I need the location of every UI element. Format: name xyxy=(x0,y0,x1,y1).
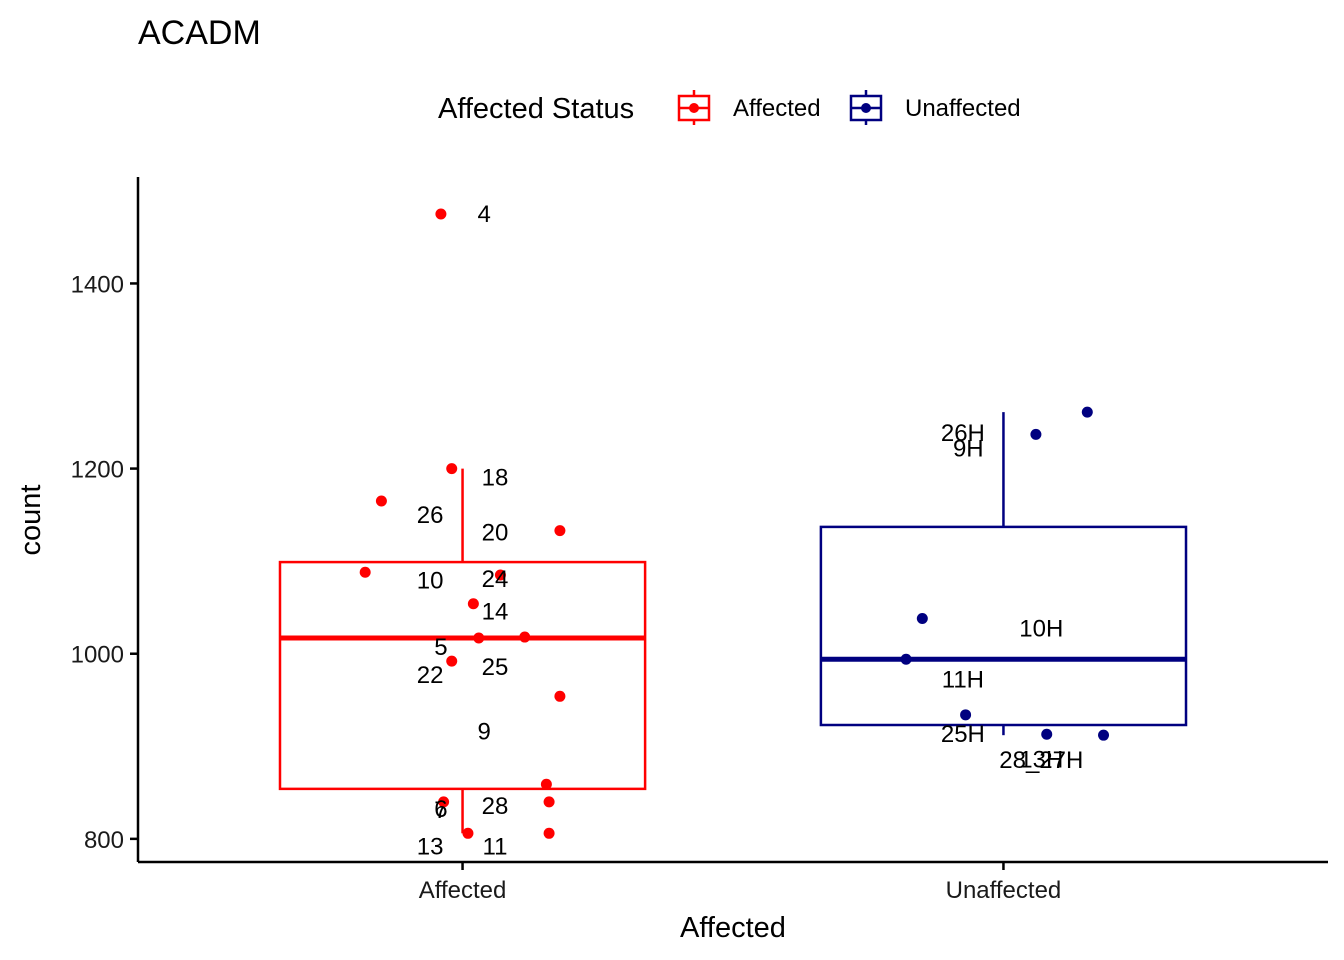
legend: Affected Status Affected Unaffected xyxy=(438,90,1021,125)
data-point-4 xyxy=(435,208,447,220)
point-label-9h: 9H xyxy=(953,435,984,462)
point-label-9: 9 xyxy=(478,718,491,745)
x-tick-label-unaffected: Unaffected xyxy=(946,877,1062,904)
data-point-10 xyxy=(359,566,371,578)
legend-item-unaffected: Unaffected xyxy=(849,90,1021,125)
data-point-26h xyxy=(1081,406,1093,418)
legend-key-unaffected-point xyxy=(861,103,871,113)
point-label-13: 13 xyxy=(417,833,444,860)
point-label-28-27h: 28_27H xyxy=(999,747,1083,774)
data-point-6 xyxy=(438,796,450,808)
data-point-20 xyxy=(554,525,566,537)
y-axis-ticks: 800 1000 1200 1400 xyxy=(71,271,138,854)
point-label-26h: 26H xyxy=(941,420,985,447)
point-label-10h: 10H xyxy=(1019,616,1063,643)
data-point-5 xyxy=(473,632,485,644)
data-point-28-27h xyxy=(1098,729,1110,741)
y-tick-label-1200: 1200 xyxy=(71,457,124,484)
y-tick-label-800: 800 xyxy=(84,827,124,854)
data-point-11h xyxy=(900,653,912,665)
data-point-13 xyxy=(462,827,474,839)
legend-label-affected: Affected xyxy=(733,95,821,122)
data-point-9h xyxy=(1030,428,1042,440)
data-point-26 xyxy=(375,495,387,507)
point-label-26: 26 xyxy=(417,502,444,529)
point-label-28: 28 xyxy=(482,793,509,820)
x-axis-ticks: Affected Unaffected xyxy=(419,862,1062,904)
y-tick-label-1000: 1000 xyxy=(71,642,124,669)
data-point-13h xyxy=(1041,728,1053,740)
legend-key-affected-point xyxy=(689,103,699,113)
point-label-22: 22 xyxy=(417,662,444,689)
point-label-18: 18 xyxy=(482,465,509,492)
box-unaffected xyxy=(819,525,1188,727)
x-tick-label-affected: Affected xyxy=(419,877,507,904)
data-point-24 xyxy=(494,569,506,581)
x-axis-title: Affected xyxy=(680,912,786,944)
point-label-4: 4 xyxy=(478,201,491,228)
point-label-20: 20 xyxy=(482,520,509,547)
point-label-5: 5 xyxy=(434,634,447,661)
boxes-layer xyxy=(278,412,1188,834)
legend-label-unaffected: Unaffected xyxy=(905,95,1021,122)
point-label-25: 25 xyxy=(482,654,509,681)
data-point-7 xyxy=(540,778,552,790)
point-label-13h: 13H xyxy=(1019,746,1063,773)
box-affected xyxy=(278,560,647,791)
data-point-25h xyxy=(960,709,972,721)
y-tick-label-1400: 1400 xyxy=(71,271,124,298)
data-point-25 xyxy=(519,631,531,643)
data-point-11 xyxy=(543,827,555,839)
point-label-10: 10 xyxy=(417,567,444,594)
data-point-18 xyxy=(446,463,458,475)
chart-title: ACADM xyxy=(138,14,261,52)
legend-item-affected: Affected xyxy=(677,90,821,125)
data-point-22 xyxy=(446,655,458,667)
point-label-14: 14 xyxy=(482,599,509,626)
point-label-11: 11 xyxy=(483,833,508,860)
data-point-14 xyxy=(467,598,479,610)
legend-title: Affected Status xyxy=(438,93,634,125)
point-label-6: 6 xyxy=(434,796,447,823)
y-axis-title: count xyxy=(15,485,47,556)
data-point-10h xyxy=(916,613,928,625)
point-label-24: 24 xyxy=(482,566,509,593)
point-label-11h: 11H xyxy=(942,666,984,693)
data-point-9 xyxy=(554,690,566,702)
data-point-28 xyxy=(543,796,555,808)
point-label-25h: 25H xyxy=(941,721,985,748)
